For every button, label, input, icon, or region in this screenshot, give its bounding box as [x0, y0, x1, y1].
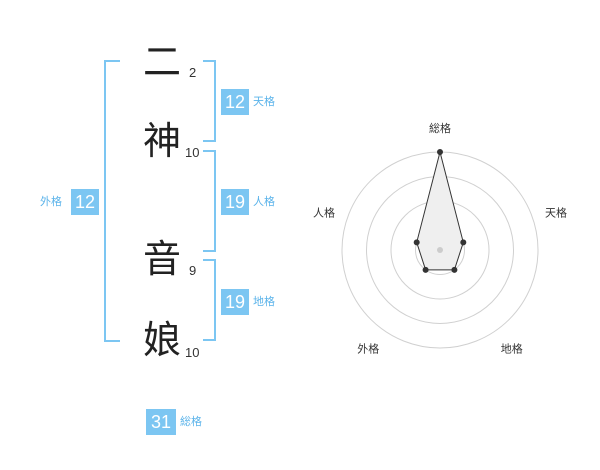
jinkaku-bracket: [203, 150, 216, 252]
tenkaku-bracket: [203, 60, 216, 142]
soukaku-label: 総格: [180, 415, 202, 428]
name-char-3: 音: [142, 237, 181, 281]
radar-point-2: [460, 239, 467, 246]
jinkaku-label: 人格: [253, 195, 275, 208]
chikaku-badge: 19: [221, 289, 249, 315]
gaikaku-bracket: [104, 60, 120, 342]
name-char-4: 娘: [142, 318, 181, 362]
chikaku-bracket: [203, 259, 216, 341]
radar-point-3: [451, 266, 458, 273]
chikaku-label: 地格: [253, 295, 275, 308]
soukaku-badge: 31: [146, 409, 176, 435]
radar-series-area: [416, 151, 464, 271]
gaikaku-badge: 12: [71, 189, 99, 215]
stroke-count-1: 2: [189, 65, 197, 80]
radar-point-5: [413, 239, 420, 246]
stroke-count-3: 9: [189, 263, 197, 278]
tenkaku-badge: 12: [221, 89, 249, 115]
radar-center-dot: [437, 247, 443, 253]
radar-axis-label-5: 人格: [313, 205, 335, 219]
radar-axis-label-1: 総格: [429, 121, 451, 135]
gaikaku-label: 外格: [40, 195, 62, 208]
radar-point-1: [437, 149, 443, 155]
radar-point-4: [422, 266, 429, 273]
radar-axis-label-2: 天格: [545, 205, 567, 219]
name-char-1: 二: [142, 40, 181, 84]
name-char-2: 神: [142, 119, 181, 163]
stroke-count-4: 10: [185, 345, 200, 360]
radar-axis-label-3: 地格: [501, 342, 523, 356]
stroke-count-2: 10: [185, 145, 200, 160]
radar-axis-label-4: 外格: [357, 342, 379, 356]
jinkaku-badge: 19: [221, 189, 249, 215]
tenkaku-label: 天格: [253, 95, 275, 108]
